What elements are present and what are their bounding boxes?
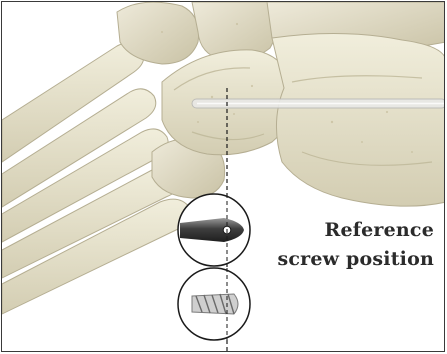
screw-thread-magnifier-icon [178,268,250,340]
reference-label-line-2: screw position [278,248,435,270]
foot-bone-illustration [2,2,445,352]
talus-bone [272,33,445,206]
reference-label-line-1: Reference [324,219,434,241]
guide-wire-icon [192,99,445,108]
screw-tip-magnifier-icon [178,194,250,266]
